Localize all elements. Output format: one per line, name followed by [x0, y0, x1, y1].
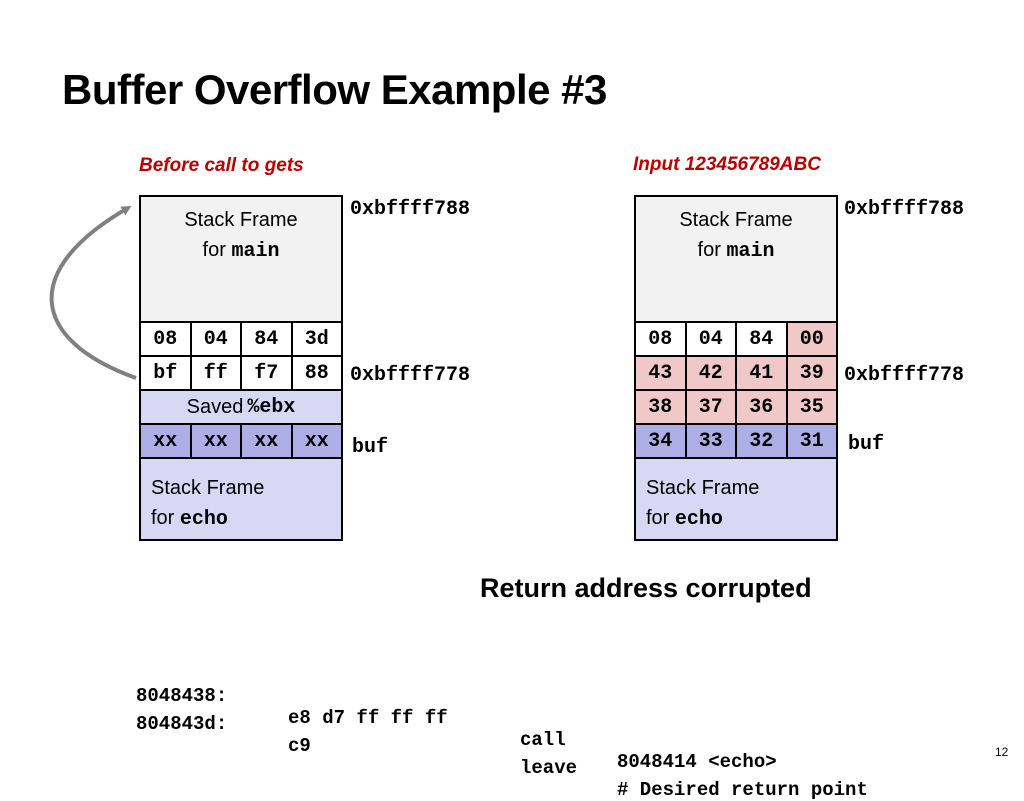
right-ebp-byte: 41 [737, 357, 788, 389]
right-frame-main-line2: for main [697, 239, 775, 263]
right-ebp-byte: 43 [636, 357, 687, 389]
left-saved-ebx-reg: %ebx [247, 395, 296, 419]
status-message: Return address corrupted [480, 573, 812, 603]
right-frame-echo-line1: Stack Frame [646, 477, 760, 499]
right-buf-byte: 32 [737, 425, 788, 457]
left-addr-top: 0xbffff788 [350, 198, 471, 221]
left-frame-echo-fn: echo [179, 508, 228, 531]
right-buf-byte: 34 [636, 425, 687, 457]
code-arg: # Desired return point [617, 779, 868, 801]
left-frame-echo: Stack Frame for echo [141, 459, 341, 539]
code-arg: 8048414 <echo> [617, 751, 777, 773]
left-addr-mid: 0xbffff778 [350, 364, 471, 387]
code-line: 804843d: c9 leave # Desired return point [136, 691, 868, 801]
code-bytes: e8 d7 ff ff ff [288, 707, 448, 729]
right-frame-echo-fn: echo [674, 508, 723, 531]
right-ret-byte: 84 [737, 323, 788, 355]
left-ebp-byte: f7 [242, 357, 293, 389]
left-buf-label: buf [352, 436, 389, 459]
left-frame-main-fn: main [231, 240, 280, 263]
right-buf-row: 34 33 32 31 [636, 425, 836, 459]
left-ebp-byte: ff [192, 357, 242, 389]
left-ret-byte: 08 [141, 323, 192, 355]
right-frame-echo: Stack Frame for echo [636, 459, 836, 539]
left-frame-main-line2: for main [202, 239, 280, 263]
right-stack: Stack Frame for main 08 04 84 00 43 42 4… [634, 195, 838, 541]
left-buf-byte: xx [304, 429, 329, 453]
left-caption: Before call to gets [139, 155, 304, 176]
right-frame-main: Stack Frame for main [636, 197, 836, 323]
right-ebx-byte: 36 [737, 391, 788, 423]
code-addr: 8048438: [136, 685, 228, 707]
right-ebx-byte: 37 [687, 391, 737, 423]
left-saved-ebx: Saved%ebx [141, 391, 341, 425]
right-ebp-byte: 39 [799, 361, 824, 385]
left-ret-byte: 04 [192, 323, 242, 355]
left-ret-byte: 3d [304, 327, 329, 351]
right-saved-ebx-row: 38 37 36 35 [636, 391, 836, 425]
slide-title: Buffer Overflow Example #3 [62, 66, 607, 113]
right-addr-mid: 0xbffff778 [844, 364, 965, 387]
left-ret-byte: 84 [242, 323, 293, 355]
right-saved-ebp-row: 43 42 41 39 [636, 357, 836, 391]
left-frame-main: Stack Frame for main [141, 197, 341, 323]
right-frame-echo-line2: for echo [646, 507, 723, 531]
right-ebp-byte: 42 [687, 357, 737, 389]
left-saved-ebp-row: bf ff f7 88 [141, 357, 341, 391]
right-buf-byte: 33 [687, 425, 737, 457]
right-return-address-row: 08 04 84 00 [636, 323, 836, 357]
code-addr: 804843d: [136, 713, 228, 735]
right-ebx-byte: 35 [799, 395, 824, 419]
left-buf-byte: xx [141, 425, 192, 457]
code-op: leave [520, 757, 578, 779]
right-caption: Input 123456789ABC [633, 154, 821, 175]
right-buf-label: buf [848, 433, 885, 456]
left-buf-row: xx xx xx xx [141, 425, 341, 459]
return-arrow [49, 206, 137, 380]
left-frame-echo-line1: Stack Frame [151, 477, 265, 499]
right-buf-byte: 31 [799, 429, 824, 453]
right-addr-top: 0xbffff788 [844, 198, 965, 221]
left-ebp-byte: 88 [304, 361, 329, 385]
right-ret-byte: 08 [636, 323, 687, 355]
left-ebp-byte: bf [141, 357, 192, 389]
right-ret-byte-corrupted: 00 [787, 323, 836, 355]
page-number: 12 [995, 745, 1009, 759]
left-buf-byte: xx [192, 425, 242, 457]
code-bytes: c9 [288, 735, 311, 757]
left-buf-byte: xx [242, 425, 293, 457]
right-ebx-byte: 38 [636, 391, 687, 423]
right-frame-main-line1: Stack Frame [679, 209, 793, 231]
right-frame-main-fn: main [726, 240, 775, 263]
left-return-address-row: 08 04 84 3d [141, 323, 341, 357]
code-op: call [520, 729, 566, 751]
left-frame-echo-line2: for echo [151, 507, 228, 531]
left-frame-main-line1: Stack Frame [184, 209, 298, 231]
right-ret-byte: 04 [686, 323, 737, 355]
left-stack: Stack Frame for main 08 04 84 3d bf ff f… [139, 195, 343, 541]
